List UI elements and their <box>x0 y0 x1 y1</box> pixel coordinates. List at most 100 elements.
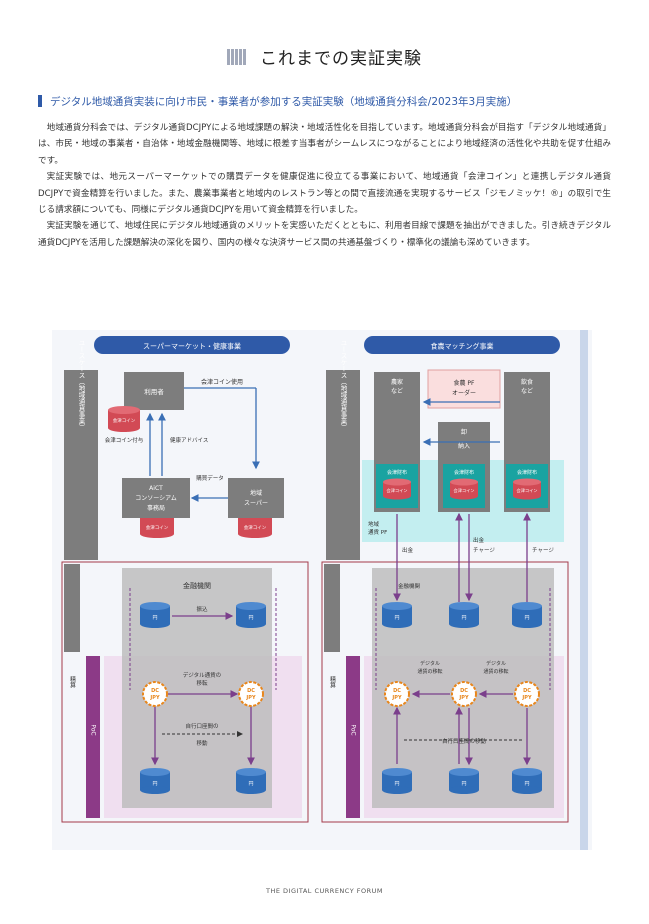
right-bank-label: 金融機関 <box>398 582 421 590</box>
right-dc-2-line2: JPY <box>458 695 469 701</box>
right-yen-1-label: 円 <box>394 615 399 621</box>
right-header-pill <box>364 336 560 354</box>
right-header: 食農マッチング事業 <box>431 342 494 351</box>
diagram-svg: スーパーマーケット・健康事業 ユースケース（地域通貨事業） 利用者 会津コイン使… <box>52 330 592 850</box>
wallet-2-coin: 会津コイン <box>454 487 475 494</box>
local-super-line-2: スーパー <box>244 500 268 507</box>
body-text: 地域通貨分科会では、デジタル通貨DCJPYによる地域課題の解決・地域活性化を目指… <box>38 120 611 251</box>
right-yen-2: 円 <box>449 602 479 628</box>
aict-coin-label: 会津コイン <box>146 524 169 531</box>
buyer-pf-line1: 食農 PF <box>454 379 476 387</box>
aict-coin-cylinder: 会津コイン <box>140 518 174 538</box>
right-dc-3-line2: JPY <box>521 695 532 701</box>
left-usecase-label: ユースケース（地域通貨事業） <box>77 340 85 431</box>
right-yen-6-label: 円 <box>524 781 529 787</box>
aict-line-3: 事務局 <box>147 504 165 512</box>
coin-grant-label: 会津コイン付与 <box>105 436 144 444</box>
left-dc-2-line1: DC <box>247 688 255 694</box>
buyer-pf-line2: オーダー <box>452 389 476 397</box>
left-own-account-line1: 自行口座間の <box>185 722 218 730</box>
left-header: スーパーマーケット・健康事業 <box>143 342 241 351</box>
local-super-line-1: 地域 <box>250 489 262 497</box>
right-settlement-frame <box>321 561 569 823</box>
wallet-3: 会津財布 会津コイン <box>506 464 548 508</box>
left-yen-2: 円 <box>236 602 266 628</box>
right-dc-3-line1: DC <box>523 688 531 694</box>
local-super-box <box>228 478 284 518</box>
farmer-line1: 農家 <box>391 378 403 386</box>
wallet-1: 会津財布 会津コイン <box>376 464 418 508</box>
wallet-3-label: 会津財布 <box>517 469 537 476</box>
left-settlement-bar <box>64 564 80 652</box>
left-header-pill <box>94 336 290 354</box>
left-yen-4-label: 円 <box>248 781 253 787</box>
right-yen-4: 円 <box>382 768 412 794</box>
right-dc-transfer-a-line1: デジタル <box>420 660 440 667</box>
right-usecase-bar <box>326 370 360 560</box>
left-dc-transfer-line1: デジタル通貨の <box>183 671 221 679</box>
left-settlement-frame <box>61 561 309 823</box>
right-yen-4-label: 円 <box>394 781 399 787</box>
left-yen-1: 円 <box>140 602 170 628</box>
user-coin-label: 会津コイン <box>113 417 136 424</box>
right-usecase-label: ユースケース（地域通貨事業） <box>339 340 347 431</box>
right-dc-node-2 <box>451 681 477 707</box>
left-yen-2-label: 円 <box>248 615 253 621</box>
farmer-line2: など <box>391 387 403 395</box>
page-title-row: これまでの実証実験 <box>0 44 649 69</box>
wallet-1-coin: 会津コイン <box>387 487 408 494</box>
wallet-2-label: 会津財布 <box>454 469 474 476</box>
purchase-data-label: 購買データ <box>196 474 224 482</box>
right-dc-transfer-a-line2: 通貨の移転 <box>417 668 442 675</box>
right-dc-node-1 <box>384 681 410 707</box>
footer: THE DIGITAL CURRENCY FORUM <box>265 887 383 895</box>
left-yen-3-label: 円 <box>152 781 157 787</box>
left-dc-1-line1: DC <box>151 688 159 694</box>
right-yen-5: 円 <box>449 768 479 794</box>
user-coin-cylinder: 会津コイン <box>108 406 140 432</box>
left-dc-1-line2: JPY <box>149 695 160 701</box>
diagram-edge <box>580 330 588 850</box>
user-label: 利用者 <box>144 387 164 396</box>
coin-use-label: 会津コイン使用 <box>201 378 243 386</box>
user-box <box>124 372 184 410</box>
left-dc-node-2 <box>238 681 264 707</box>
paragraph-3: 実証実験を通じて、地域住民にデジタル地域通貨のメリットを実感いただくとともに、利… <box>38 221 611 248</box>
charge-label-2: チャージ <box>532 547 554 554</box>
restaurant-line2: など <box>521 387 533 395</box>
aict-box <box>122 478 190 518</box>
regional-pf-line2: 通貨 PF <box>368 528 387 536</box>
delivery-label: 納入 <box>458 442 470 450</box>
super-coin-cylinder: 会津コイン <box>238 518 272 538</box>
wholesale-label: 卸 <box>461 428 467 436</box>
subheading-marker <box>38 95 42 107</box>
right-yen-3-label: 円 <box>524 615 529 621</box>
right-yen-6: 円 <box>512 768 542 794</box>
left-yen-3: 円 <box>140 768 170 794</box>
right-poc-label: PoC <box>350 724 357 735</box>
right-dc-2-line1: DC <box>460 688 468 694</box>
right-yen-5-label: 円 <box>461 781 466 787</box>
wallet-3-coin: 会津コイン <box>517 487 538 494</box>
left-usecase-bar <box>64 370 98 560</box>
right-own-account-label: 自行口座間の移動 <box>442 737 487 745</box>
charge-label-1: チャージ <box>473 547 495 554</box>
left-yen-4: 円 <box>236 768 266 794</box>
left-own-account-line2: 移動 <box>196 739 208 747</box>
aict-line-1: AiCT <box>149 485 163 492</box>
title-bars-icon <box>226 48 247 65</box>
section-subheading: デジタル地域通貨実装に向け市民・事業者が参加する実証実験（地域通貨分科会/202… <box>38 94 618 109</box>
left-dc-node-1 <box>142 681 168 707</box>
left-dc-transfer-line2: 移転 <box>196 679 208 687</box>
regional-pf-line1: 地域 <box>368 520 380 528</box>
right-dc-transfer-b-line2: 通貨の移転 <box>483 668 508 675</box>
paragraph-2: 実証実験では、地元スーパーマーケットでの購買データを健康促進に役立てる事業におい… <box>38 172 611 216</box>
right-dc-1-line1: DC <box>393 688 401 694</box>
health-advice-label: 健康アドバイス <box>170 436 208 444</box>
wallet-1-label: 会津財布 <box>387 469 407 476</box>
right-settlement-bar <box>324 564 340 652</box>
left-poc-label: PoC <box>90 724 97 735</box>
paragraph-1: 地域通貨分科会では、デジタル通貨DCJPYによる地域課題の解決・地域活性化を目指… <box>38 123 611 166</box>
left-poc-bar <box>86 656 100 818</box>
aict-line-2: コンソーシアム <box>135 495 176 502</box>
